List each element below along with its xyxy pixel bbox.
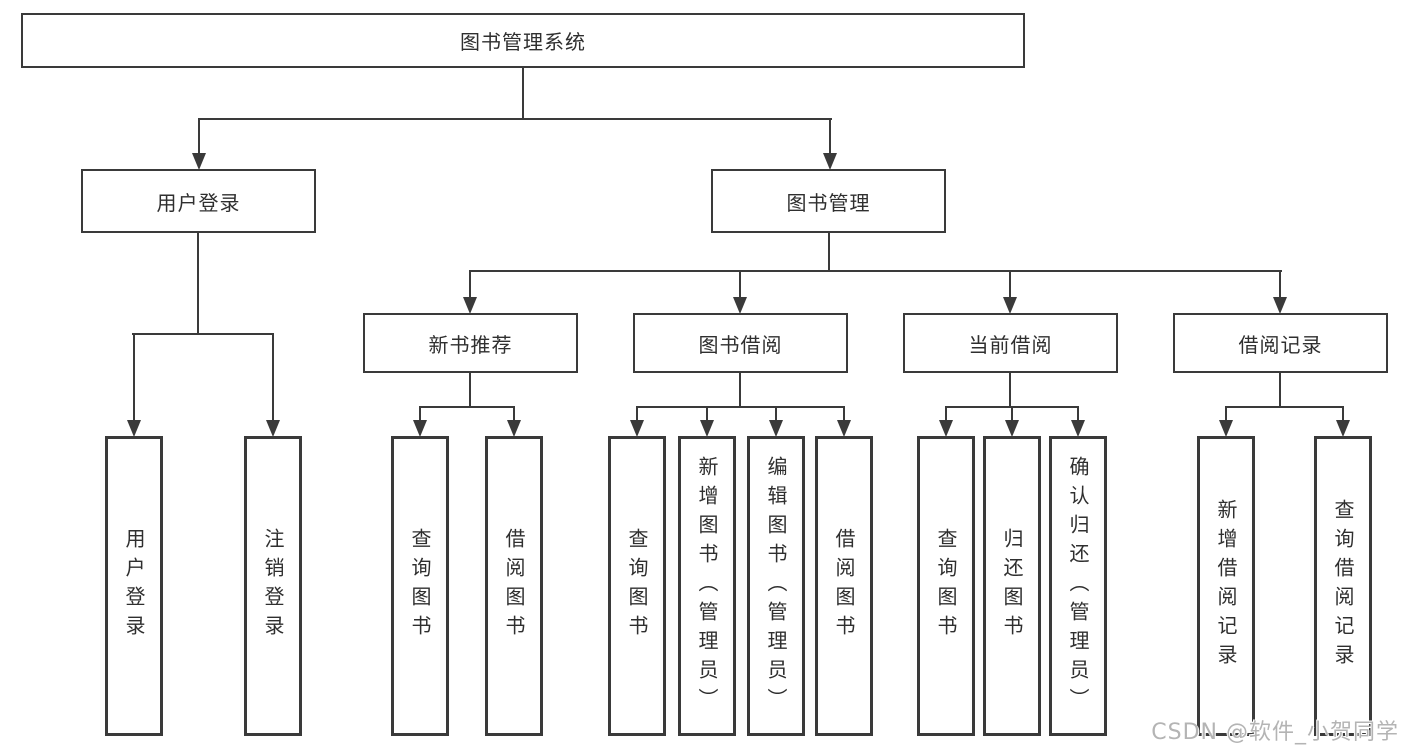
- connector-line: [1342, 408, 1344, 421]
- connector-line: [133, 335, 135, 421]
- leaf-query-books-borrow: 查询图书: [608, 436, 666, 736]
- connector-line: [419, 408, 421, 421]
- connector-line: [198, 120, 200, 154]
- arrow-down-icon: [823, 153, 837, 170]
- node-new-book-recommendation: 新书推荐: [363, 313, 578, 373]
- connector-line: [1279, 272, 1281, 298]
- arrow-down-icon: [939, 420, 953, 437]
- arrow-down-icon: [127, 420, 141, 437]
- arrow-down-icon: [1005, 420, 1019, 437]
- leaf-add-books-admin: 新增图书（管理员）: [678, 436, 736, 736]
- leaf-edit-books-admin: 编辑图书（管理员）: [747, 436, 805, 736]
- node-book-management-label: 图书管理: [786, 190, 871, 215]
- leaf-borrow-books-recommend-label: 借阅图书: [502, 528, 526, 644]
- leaf-query-books-current-label: 查询图书: [934, 528, 958, 644]
- arrow-down-icon: [769, 420, 783, 437]
- connector-line: [469, 373, 471, 408]
- connector-line: [775, 408, 777, 421]
- node-book-borrowing-label: 图书借阅: [698, 332, 783, 357]
- arrow-down-icon: [463, 297, 477, 314]
- arrow-down-icon: [1003, 297, 1017, 314]
- connector-line: [513, 408, 515, 421]
- leaf-borrow-books: 借阅图书: [815, 436, 873, 736]
- node-book-borrowing: 图书借阅: [633, 313, 848, 373]
- node-book-management: 图书管理: [711, 169, 946, 233]
- leaf-user-login-label: 用户登录: [122, 528, 146, 644]
- leaf-confirm-return-admin-label: 确认归还（管理员）: [1066, 455, 1090, 717]
- leaf-add-borrow-record: 新增借阅记录: [1197, 436, 1255, 736]
- connector-line: [1009, 272, 1011, 298]
- connector-line: [829, 120, 831, 154]
- leaf-logout: 注销登录: [244, 436, 302, 736]
- arrow-down-icon: [413, 420, 427, 437]
- arrow-down-icon: [1071, 420, 1085, 437]
- node-library-system: 图书管理系统: [21, 13, 1025, 68]
- connector-line: [522, 68, 524, 119]
- node-user-login-label: 用户登录: [156, 190, 241, 215]
- leaf-query-books-recommend: 查询图书: [391, 436, 449, 736]
- leaf-query-books-borrow-label: 查询图书: [625, 528, 649, 644]
- connector-line: [197, 233, 199, 334]
- connector-line: [739, 272, 741, 298]
- arrow-down-icon: [1219, 420, 1233, 437]
- leaf-query-borrow-record: 查询借阅记录: [1314, 436, 1372, 736]
- connector-line: [198, 118, 832, 120]
- arrow-down-icon: [192, 153, 206, 170]
- arrow-down-icon: [507, 420, 521, 437]
- connector-line: [272, 335, 274, 421]
- leaf-add-borrow-record-label: 新增借阅记录: [1214, 499, 1238, 673]
- connector-line: [706, 408, 708, 421]
- connector-line: [132, 333, 274, 335]
- node-current-borrowing: 当前借阅: [903, 313, 1118, 373]
- arrow-down-icon: [700, 420, 714, 437]
- leaf-return-books-label: 归还图书: [1000, 528, 1024, 644]
- arrow-down-icon: [1273, 297, 1287, 314]
- connector-line: [1009, 373, 1011, 408]
- arrow-down-icon: [837, 420, 851, 437]
- node-current-borrowing-label: 当前借阅: [968, 332, 1053, 357]
- leaf-borrow-books-recommend: 借阅图书: [485, 436, 543, 736]
- leaf-borrow-books-label: 借阅图书: [832, 528, 856, 644]
- connector-line: [843, 408, 845, 421]
- leaf-add-books-admin-label: 新增图书（管理员）: [695, 455, 719, 717]
- leaf-edit-books-admin-label: 编辑图书（管理员）: [764, 455, 788, 717]
- arrow-down-icon: [1336, 420, 1350, 437]
- connector-line: [636, 408, 638, 421]
- connector-line: [1011, 408, 1013, 421]
- arrow-down-icon: [733, 297, 747, 314]
- node-borrowing-records-label: 借阅记录: [1238, 332, 1323, 357]
- connector-line: [1225, 408, 1227, 421]
- leaf-query-books-recommend-label: 查询图书: [408, 528, 432, 644]
- connector-line: [1279, 373, 1281, 408]
- connector-line: [419, 406, 515, 408]
- connector-line: [945, 406, 1079, 408]
- connector-line: [945, 408, 947, 421]
- leaf-query-books-current: 查询图书: [917, 436, 975, 736]
- node-borrowing-records: 借阅记录: [1173, 313, 1388, 373]
- connector-line: [469, 272, 471, 298]
- connector-line: [469, 270, 1282, 272]
- connector-line: [1225, 406, 1344, 408]
- connector-line: [1077, 408, 1079, 421]
- connector-line: [636, 406, 845, 408]
- leaf-logout-label: 注销登录: [261, 528, 285, 644]
- node-user-login: 用户登录: [81, 169, 316, 233]
- leaf-user-login: 用户登录: [105, 436, 163, 736]
- node-new-book-recommendation-label: 新书推荐: [428, 332, 513, 357]
- connector-line: [828, 233, 830, 272]
- connector-line: [739, 373, 741, 408]
- watermark: CSDN @软件_小贺同学: [1151, 720, 1399, 745]
- arrow-down-icon: [630, 420, 644, 437]
- node-library-system-label: 图书管理系统: [460, 30, 586, 54]
- arrow-down-icon: [266, 420, 280, 437]
- leaf-return-books: 归还图书: [983, 436, 1041, 736]
- leaf-confirm-return-admin: 确认归还（管理员）: [1049, 436, 1107, 736]
- leaf-query-borrow-record-label: 查询借阅记录: [1331, 499, 1355, 673]
